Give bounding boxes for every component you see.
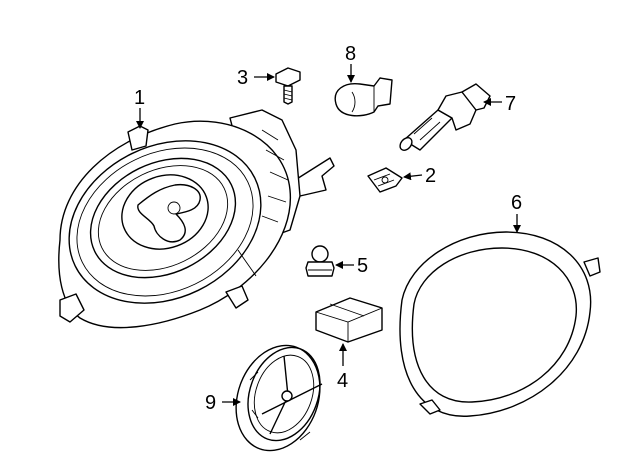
ballast-module[interactable] <box>315 297 383 343</box>
callout-5: 5 <box>335 255 368 277</box>
clip-nut[interactable] <box>367 167 403 193</box>
callout-8: 8 <box>345 43 356 83</box>
callout-label: 7 <box>505 93 516 115</box>
callout-3: 3 <box>237 67 275 89</box>
callout-label: 6 <box>511 192 522 214</box>
callout-4: 4 <box>337 343 348 392</box>
callout-label: 4 <box>337 370 348 392</box>
wedge-bulb[interactable] <box>305 245 335 277</box>
callout-label: 1 <box>134 87 145 109</box>
halogen-bulb[interactable] <box>398 83 491 153</box>
callout-9: 9 <box>205 392 241 414</box>
callout-7: 7 <box>483 93 516 115</box>
callout-label: 9 <box>205 392 216 414</box>
mounting-bolt[interactable] <box>275 67 301 105</box>
callout-label: 2 <box>425 165 436 187</box>
callout-label: 3 <box>237 67 248 89</box>
headlamp-assembly[interactable] <box>42 109 335 334</box>
headlamp-trim-ring[interactable] <box>399 231 601 417</box>
callout-2: 2 <box>403 165 436 187</box>
bulb-cover-cap[interactable] <box>222 334 334 463</box>
callout-6: 6 <box>511 192 522 233</box>
turn-signal-bulb[interactable] <box>334 77 393 117</box>
callout-label: 8 <box>345 43 356 65</box>
callout-1: 1 <box>134 87 145 129</box>
callout-label: 5 <box>357 255 368 277</box>
